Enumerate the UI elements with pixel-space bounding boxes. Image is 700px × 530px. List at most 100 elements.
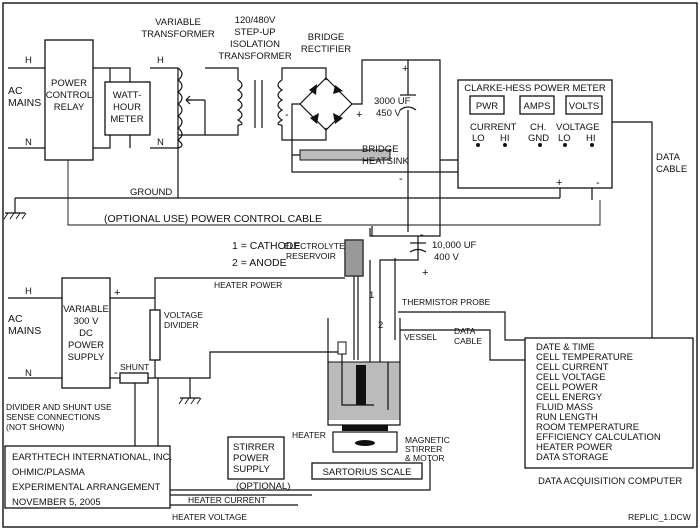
title-date: NOVEMBER 5, 2005	[12, 497, 101, 508]
heater-label: HEATER	[292, 430, 326, 440]
pm-current-hi: HI	[500, 133, 510, 144]
dc-supply-label-1: VARIABLE	[63, 304, 109, 315]
title-block	[4, 445, 171, 509]
pm-minus: -	[596, 177, 600, 189]
reservoir-label-2: RESERVOIR	[286, 251, 336, 261]
iso-transformer-label-2: STEP-UP	[234, 27, 275, 38]
bridge-rectifier-label-2: RECTIFIER	[301, 44, 351, 55]
heatsink-label-1: BRIDGE	[362, 144, 398, 155]
ac-mains-bottom-2: MAINS	[8, 325, 41, 337]
data-cable-right-2: CABLE	[656, 164, 687, 175]
dc-plus: +	[114, 287, 120, 299]
pm-gnd-label: GND	[528, 133, 549, 144]
pm-voltage-label: VOLTAGE	[556, 122, 599, 133]
cap1-plus: +	[402, 63, 408, 75]
variable-transformer-label-1: VARIABLE	[155, 17, 201, 28]
dc-supply-label-4: POWER	[68, 340, 104, 351]
reservoir-label-1: ELECTROLYTE	[284, 241, 345, 251]
n-top-label: N	[25, 137, 32, 148]
wattmeter-label-1: WATT-	[113, 90, 142, 101]
pm-ch-label: CH.	[530, 122, 546, 133]
pm-voltage-lo: LO	[558, 133, 571, 144]
daq-item-7: FLUID MASS	[536, 402, 593, 413]
pm-current-lo: LO	[472, 133, 485, 144]
heater-power-label: HEATER POWER	[214, 280, 282, 290]
electrode-1-label: 1	[369, 290, 374, 301]
capacitor-10000uf	[409, 242, 427, 253]
stirrer-power-supply	[227, 436, 285, 480]
relay-label-2: CONTROL	[46, 90, 92, 101]
cap1-minus: -	[399, 173, 403, 185]
pm-amps-label: AMPS	[524, 101, 551, 112]
pm-volts-label: VOLTS	[569, 101, 599, 112]
ground-symbol-bottom	[178, 397, 202, 405]
n-vt-label: N	[157, 137, 164, 148]
cap1-voltage: 450 V	[376, 108, 401, 119]
electrolytic-vessel	[327, 318, 401, 453]
variable-transformer-label-2: TRANSFORMER	[141, 29, 215, 40]
relay-label-1: POWER	[51, 78, 87, 89]
bridge-plus: +	[356, 109, 362, 121]
dc-supply-label-2: 300 V	[74, 316, 99, 327]
daq-title: DATA ACQUISITION COMPUTER	[538, 476, 682, 487]
stirrer-supply-3: SUPPLY	[233, 464, 270, 475]
ac-mains-top-2: MAINS	[8, 97, 41, 109]
daq-item-10: EFFICIENCY CALCULATION	[536, 432, 661, 443]
variable-transformer-symbol	[177, 67, 192, 149]
shunt-resistor	[119, 372, 149, 384]
daq-item-4: CELL VOLTAGE	[536, 372, 606, 383]
legend-cathode: 1 = CATHODE	[232, 240, 300, 252]
pm-plus: +	[556, 177, 562, 189]
stirrer-label-2: STIRRER	[405, 444, 442, 454]
stirrer-supply-2: POWER	[233, 453, 269, 464]
sartorius-scale	[311, 462, 423, 480]
voltage-divider-label-2: DIVIDER	[164, 320, 198, 330]
daq-item-8: RUN LENGTH	[536, 412, 598, 423]
wattmeter-label-3: METER	[110, 114, 143, 125]
stirrer-supply-4: (OPTIONAL)	[236, 481, 290, 492]
divider-note-1: DIVIDER AND SHUNT USE	[6, 402, 112, 412]
daq-item-1: DATE & TIME	[536, 342, 595, 353]
data-cable-mid-1: DATA	[454, 326, 476, 336]
thermistor-probe-label: THERMISTOR PROBE	[402, 297, 490, 307]
shunt-label: SHUNT	[120, 362, 149, 372]
dc-minus: -	[114, 367, 118, 379]
data-cable-mid-2: CABLE	[454, 336, 482, 346]
voltage-divider-resistor	[149, 309, 161, 361]
heater-voltage-label: HEATER VOLTAGE	[172, 512, 247, 522]
heatsink-label-2: HEATSINK	[362, 156, 409, 167]
title-company: EARTHTECH INTERNATIONAL, INC.	[12, 452, 172, 463]
vessel-label: VESSEL	[404, 332, 437, 342]
bridge-rectifier-label-1: BRIDGE	[308, 32, 344, 43]
daq-item-2: CELL TEMPERATURE	[536, 352, 633, 363]
bottom-wiring	[8, 277, 431, 506]
daq-item-3: CELL CURRENT	[536, 362, 609, 373]
h-vt-label: H	[157, 55, 164, 66]
n-bottom-label: N	[25, 368, 32, 379]
stirrer-label-3: & MOTOR	[405, 453, 445, 463]
bridge-minus: -	[285, 109, 289, 121]
title-description: EXPERIMENTAL ARRANGEMENT	[12, 482, 161, 493]
dc-supply-label-3: DC	[79, 328, 93, 339]
ac-mains-bottom-1: AC	[8, 313, 23, 325]
iso-transformer-label-4: TRANSFORMER	[218, 51, 292, 62]
wattmeter-label-2: HOUR	[113, 102, 141, 113]
scale-label: SARTORIUS SCALE	[323, 467, 412, 478]
legend-anode: 2 = ANODE	[232, 257, 287, 269]
iso-transformer-label-3: ISOLATION	[230, 39, 280, 50]
isolation-transformer-symbol	[236, 79, 284, 128]
daq-item-11: HEATER POWER	[536, 442, 612, 453]
power-meter-title: CLARKE-HESS POWER METER	[464, 83, 606, 94]
bridge-heatsink	[299, 149, 391, 161]
pm-pwr-label: PWR	[476, 101, 498, 112]
pm-voltage-hi: HI	[586, 133, 596, 144]
power-control-relay	[44, 39, 94, 161]
cap2-voltage: 400 V	[434, 252, 459, 263]
h-top-label: H	[25, 55, 32, 66]
pm-volts-display	[565, 95, 603, 115]
data-cable-right-1: DATA	[656, 152, 681, 163]
daq-item-9: ROOM TEMPERATURE	[536, 422, 639, 433]
filename-label: REPLIC_1.DCW	[628, 512, 691, 522]
